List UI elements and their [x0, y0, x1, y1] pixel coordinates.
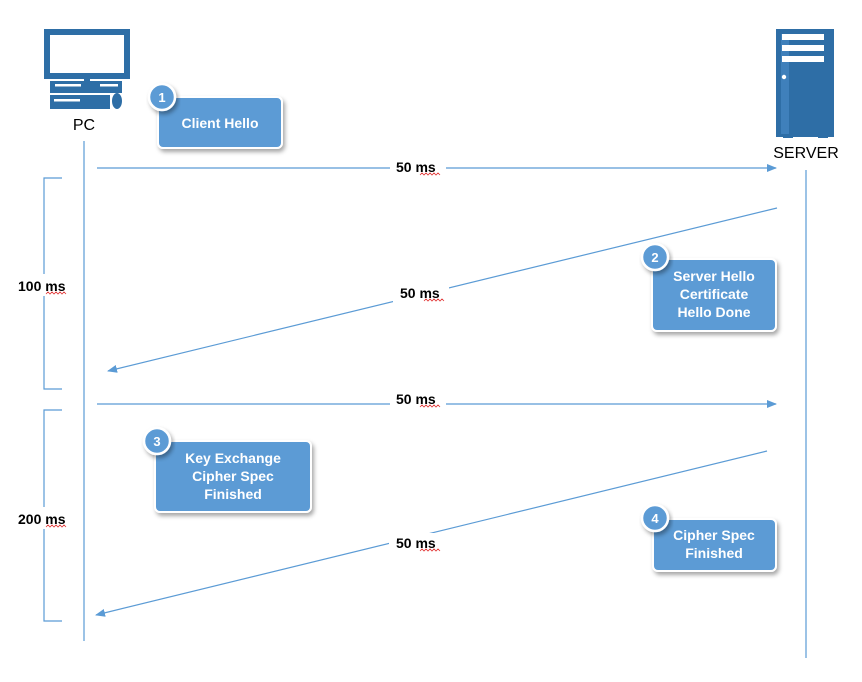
message-3-line-3: Finished — [204, 486, 262, 502]
interval-label-100: 100 ms — [18, 278, 66, 294]
arrow-1-label: 50 ms — [396, 159, 436, 175]
message-1-line-1: Client Hello — [181, 115, 258, 131]
message-3-line-2: Cipher Spec — [192, 468, 274, 484]
interval-label-200: 200 ms — [18, 511, 66, 527]
message-2-line-2: Certificate — [680, 286, 749, 302]
message-2-line-1: Server Hello — [673, 268, 755, 284]
step-badge-1: 1 — [158, 90, 165, 105]
message-4-line-1: Cipher Spec — [673, 527, 755, 543]
desktop-computer-icon — [44, 29, 130, 109]
message-2-line-3: Hello Done — [677, 304, 750, 320]
server-label: SERVER — [773, 145, 839, 162]
arrow-3-label: 50 ms — [396, 391, 436, 407]
step-badge-2: 2 — [651, 250, 658, 265]
message-box-client-hello: Client Hello 1 — [147, 82, 283, 149]
step-badge-4: 4 — [651, 511, 659, 526]
message-box-key-exchange: Key Exchange Cipher Spec Finished 3 — [142, 426, 312, 513]
message-3-line-1: Key Exchange — [185, 450, 281, 466]
arrow-4-label: 50 ms — [396, 535, 436, 551]
message-4-line-2: Finished — [685, 545, 743, 561]
server-tower-icon — [776, 29, 834, 138]
arrow-2-label: 50 ms — [400, 285, 440, 301]
message-box-cipher-spec: Cipher Spec Finished 4 — [640, 503, 777, 572]
message-box-server-hello: Server Hello Certificate Hello Done 2 — [640, 242, 777, 332]
client-label: PC — [73, 117, 95, 134]
step-badge-3: 3 — [153, 434, 160, 449]
